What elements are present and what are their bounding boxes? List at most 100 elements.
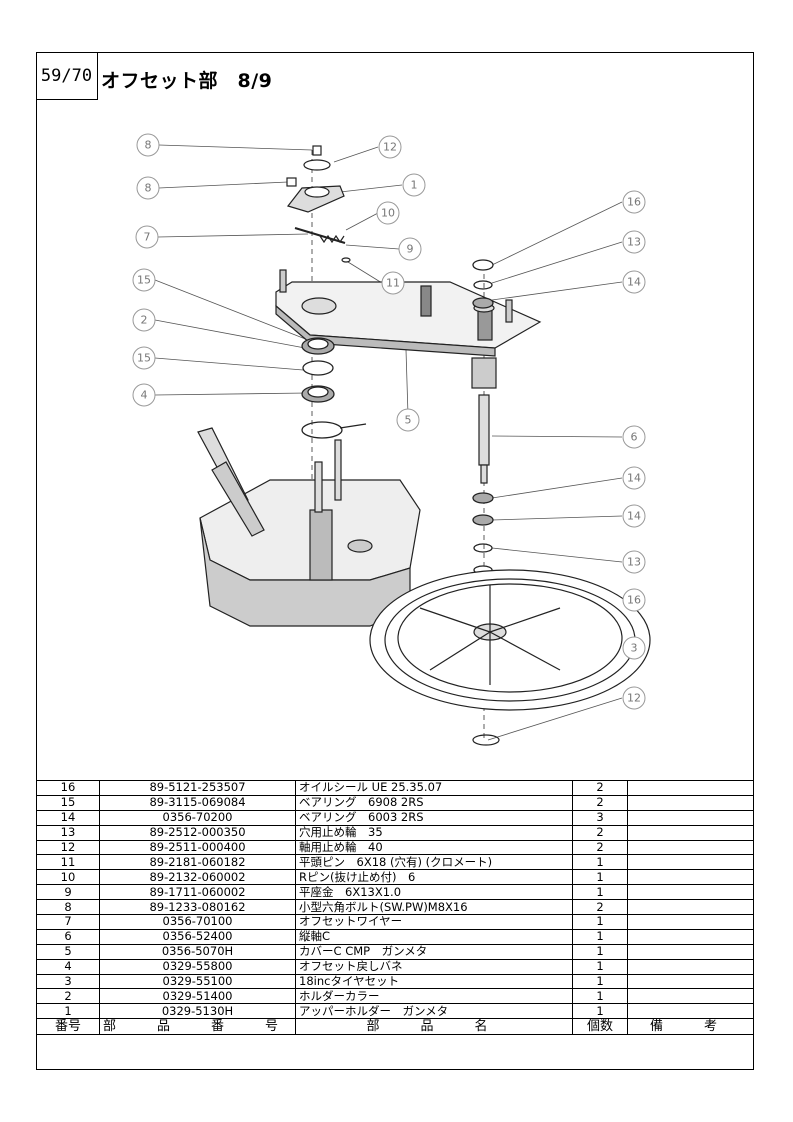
row-part-number: 0356-70100 bbox=[98, 914, 297, 930]
row-note bbox=[627, 854, 754, 871]
callout-12b: 12 bbox=[622, 686, 646, 710]
row-note bbox=[627, 809, 754, 826]
svg-text:11: 11 bbox=[386, 277, 400, 290]
svg-text:16: 16 bbox=[627, 196, 641, 209]
header-part-number: 部 品 番 号 bbox=[98, 1018, 297, 1036]
page-title: オフセット部 8/9 bbox=[101, 70, 273, 92]
row-part-name: 小型六角ボルト(SW.PW)M8X16 bbox=[295, 899, 574, 916]
row-note bbox=[627, 928, 754, 945]
row-part-name: オイルシール UE 25.35.07 bbox=[295, 780, 574, 796]
header-part-name: 部 品 名 bbox=[295, 1018, 574, 1036]
svg-text:3: 3 bbox=[631, 642, 638, 655]
row-part-name: アッパーホルダー ガンメタ bbox=[295, 1003, 574, 1020]
exploded-parts-diagram: 8 12 8 1 10 7 9 11 15 2 15 4 5 16 13 14 … bbox=[132, 133, 651, 746]
row-qty: 1 bbox=[572, 973, 629, 990]
svg-text:8: 8 bbox=[145, 139, 152, 152]
svg-text:9: 9 bbox=[407, 243, 414, 256]
svg-text:5: 5 bbox=[405, 414, 412, 427]
row-number: 2 bbox=[36, 988, 100, 1005]
row-number: 8 bbox=[36, 899, 100, 916]
row-qty: 2 bbox=[572, 839, 629, 856]
row-note bbox=[627, 1003, 754, 1020]
row-note bbox=[627, 899, 754, 916]
svg-text:15: 15 bbox=[137, 352, 151, 365]
row-number: 13 bbox=[36, 824, 100, 841]
row-note bbox=[627, 943, 754, 960]
row-part-name: Rピン(抜け止め付) 6 bbox=[295, 869, 574, 886]
row-part-number: 89-2512-000350 bbox=[98, 824, 297, 841]
row-qty: 1 bbox=[572, 988, 629, 1005]
callout-7: 7 bbox=[135, 225, 159, 249]
row-qty: 1 bbox=[572, 943, 629, 960]
svg-text:8: 8 bbox=[145, 182, 152, 195]
row-part-number: 89-5121-253507 bbox=[98, 780, 297, 796]
row-number: 15 bbox=[36, 794, 100, 811]
row-number: 1 bbox=[36, 1003, 100, 1020]
row-number: 9 bbox=[36, 884, 100, 901]
callout-10: 10 bbox=[376, 201, 400, 225]
row-part-number: 0329-5130H bbox=[98, 1003, 297, 1020]
row-part-name: 穴用止め輪 35 bbox=[295, 824, 574, 841]
svg-text:4: 4 bbox=[141, 389, 148, 402]
row-qty: 1 bbox=[572, 928, 629, 945]
header-note: 備 考 bbox=[627, 1018, 754, 1036]
page-number: 59/70 bbox=[36, 52, 98, 100]
callout-16b: 16 bbox=[622, 588, 646, 612]
callout-8: 8 bbox=[136, 133, 160, 157]
callout-9: 9 bbox=[398, 237, 422, 261]
svg-text:13: 13 bbox=[627, 556, 641, 569]
row-part-name: 縦軸C bbox=[295, 928, 574, 945]
row-part-number: 89-2132-060002 bbox=[98, 869, 297, 886]
svg-text:6: 6 bbox=[631, 431, 638, 444]
row-part-number: 89-2181-060182 bbox=[98, 854, 297, 871]
callout-13b: 13 bbox=[622, 550, 646, 574]
row-qty: 1 bbox=[572, 869, 629, 886]
parts-table-header: 番号 部 品 番 号 部 品 名 個数 備 考 bbox=[36, 1018, 754, 1036]
callout-11: 11 bbox=[381, 271, 405, 295]
row-qty: 2 bbox=[572, 899, 629, 916]
row-part-number: 89-1711-060002 bbox=[98, 884, 297, 901]
row-part-name: ベアリング 6908 2RS bbox=[295, 794, 574, 811]
header-no: 番号 bbox=[36, 1018, 100, 1036]
row-part-name: カバーC CMP ガンメタ bbox=[295, 943, 574, 960]
svg-text:10: 10 bbox=[381, 207, 395, 220]
svg-text:14: 14 bbox=[627, 472, 641, 485]
row-qty: 2 bbox=[572, 824, 629, 841]
callout-2: 2 bbox=[132, 308, 156, 332]
row-number: 7 bbox=[36, 914, 100, 930]
row-part-name: 平座金 6X13X1.0 bbox=[295, 884, 574, 901]
row-number: 5 bbox=[36, 943, 100, 960]
row-part-number: 0329-55800 bbox=[98, 958, 297, 975]
svg-text:1: 1 bbox=[411, 179, 418, 192]
callout-14c: 14 bbox=[622, 504, 646, 528]
callout-4: 4 bbox=[132, 383, 156, 407]
row-part-number: 89-2511-000400 bbox=[98, 839, 297, 856]
row-part-number: 0356-52400 bbox=[98, 928, 297, 945]
row-qty: 2 bbox=[572, 780, 629, 796]
svg-text:14: 14 bbox=[627, 276, 641, 289]
row-note bbox=[627, 869, 754, 886]
row-part-name: ベアリング 6003 2RS bbox=[295, 809, 574, 826]
row-number: 12 bbox=[36, 839, 100, 856]
page-frame bbox=[36, 52, 754, 1070]
callout-15b: 15 bbox=[132, 346, 156, 370]
row-part-name: ホルダーカラー bbox=[295, 988, 574, 1005]
row-part-number: 0329-51400 bbox=[98, 988, 297, 1005]
row-number: 4 bbox=[36, 958, 100, 975]
row-part-number: 89-1233-080162 bbox=[98, 899, 297, 916]
row-number: 14 bbox=[36, 809, 100, 826]
callout-3: 3 bbox=[622, 636, 646, 660]
